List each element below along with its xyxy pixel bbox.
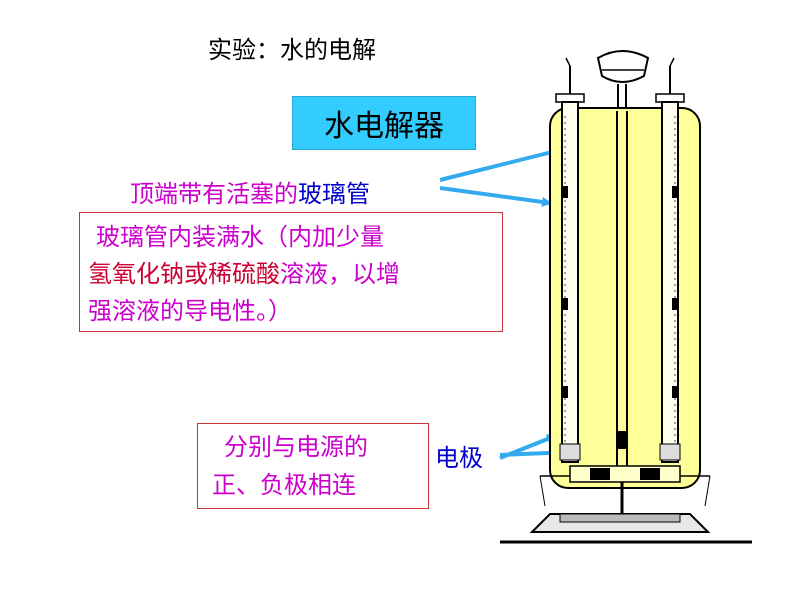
device-name-label: 水电解器 [292,96,476,150]
glass-tube-label: 顶端带有活塞的玻璃管 [130,174,370,209]
water-note-box: 玻璃管内装满水（内加少量 氢氧化钠或稀硫酸溶液，以增 强溶液的导电性。） [79,212,503,332]
water-note-highlight: 氢氧化钠或稀硫酸 [88,260,280,288]
power-connection-line1: 分别与电源的 [224,433,368,461]
stand-base [500,482,752,544]
device-name-text: 水电解器 [324,109,444,144]
glass-tube-label-suffix: 玻璃管 [298,180,370,208]
water-note-line2: 氢氧化钠或稀硫酸溶液，以增 [88,256,492,293]
glass-tube-label-prefix: 顶端带有活塞的 [130,180,298,208]
water-note-line1: 玻璃管内装满水（内加少量 [96,223,384,251]
water-note-line3: 强溶液的导电性。） [88,297,292,325]
electrolysis-apparatus [500,50,752,544]
right-glass-tube [655,57,685,463]
power-connection-box: 分别与电源的 正、负极相连 [197,423,429,509]
water-note-line2-rest: 溶液，以增 [280,260,400,288]
central-tube [616,111,628,466]
funnel-icon [596,50,650,111]
page-title: 实验：水的电解 [208,36,376,64]
electrode-label: 电极 [435,444,483,472]
arrow-to-left-tube [439,186,552,207]
arrow-to-left-electrode [499,434,557,460]
bottom-connectors [539,465,711,507]
left-glass-tube [555,57,585,463]
power-connection-line2: 正、负极相连 [212,471,356,499]
